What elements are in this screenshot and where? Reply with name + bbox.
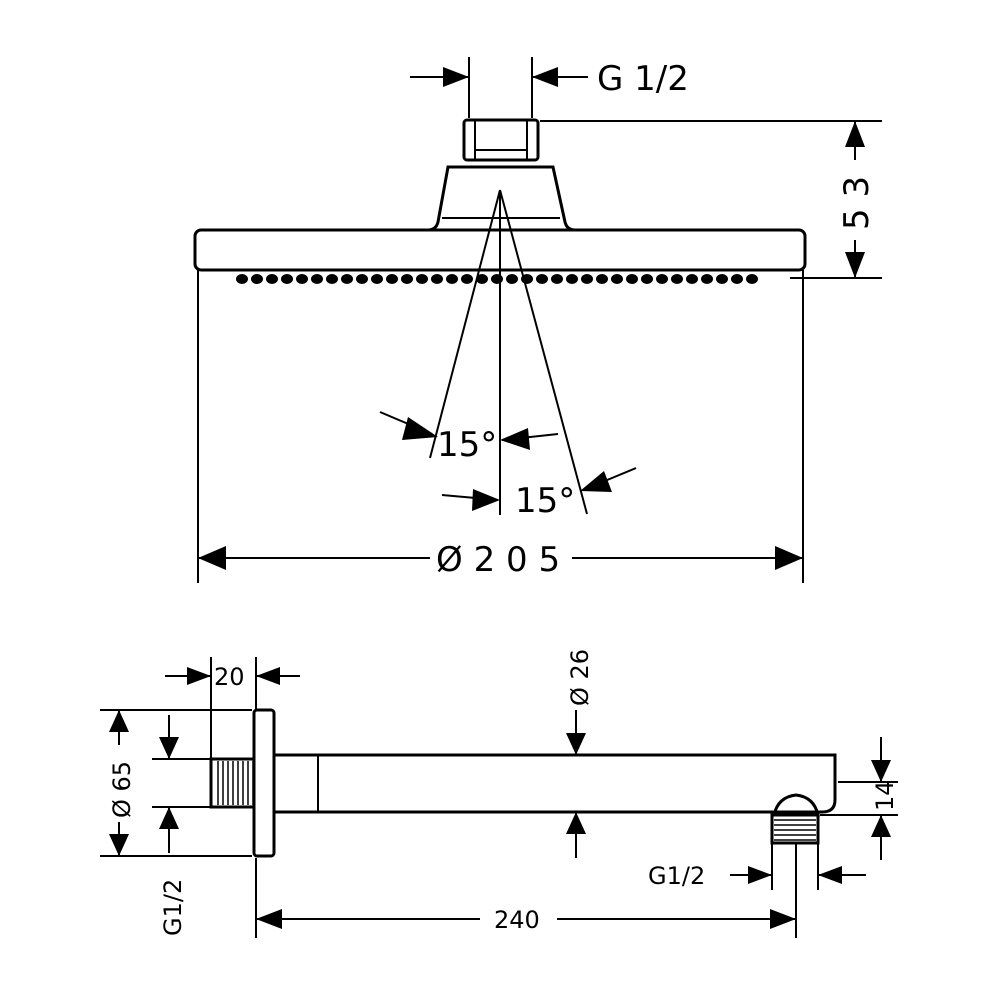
nozzle bbox=[581, 274, 593, 284]
nozzle bbox=[476, 274, 488, 284]
nozzle bbox=[656, 274, 668, 284]
nozzle bbox=[566, 274, 578, 284]
outlet-thread-hatch bbox=[774, 819, 816, 841]
nozzle bbox=[701, 274, 713, 284]
nozzle bbox=[311, 274, 323, 284]
nozzle bbox=[536, 274, 548, 284]
dimension-height: 5 3 bbox=[540, 120, 882, 279]
nozzle bbox=[491, 274, 503, 284]
head-connector-nut bbox=[462, 118, 540, 162]
nozzle bbox=[506, 274, 518, 284]
label-thread-outlet: G1/2 bbox=[648, 862, 705, 890]
outlet-ball bbox=[772, 793, 820, 817]
nozzle bbox=[326, 274, 338, 284]
nozzle bbox=[641, 274, 653, 284]
nozzle bbox=[296, 274, 308, 284]
spray-angle-line-left bbox=[429, 189, 501, 459]
label-angle-right: 15° bbox=[515, 481, 575, 521]
dimension-arm-diameter: Ø 26 bbox=[566, 649, 594, 858]
wall-flange bbox=[252, 708, 276, 858]
label-arm-diameter: Ø 26 bbox=[566, 649, 594, 706]
nozzle bbox=[356, 274, 368, 284]
dimension-flange-diameter: Ø 65 bbox=[100, 709, 252, 857]
dimension-length: 240 bbox=[255, 843, 797, 938]
nozzle bbox=[626, 274, 638, 284]
nozzle bbox=[416, 274, 428, 284]
dimension-thread-top: G 1/2 bbox=[410, 57, 689, 118]
nozzle bbox=[596, 274, 608, 284]
shower-head-view: G 1/2 5 3 15° 15° bbox=[193, 57, 882, 583]
nozzle bbox=[251, 274, 263, 284]
label-angle-left: 15° bbox=[437, 425, 497, 465]
nozzle bbox=[371, 274, 383, 284]
nozzle bbox=[611, 274, 623, 284]
dimension-angle-right: 15° bbox=[441, 467, 637, 521]
dimension-thread-wall: G1/2 bbox=[152, 715, 211, 936]
nozzle bbox=[551, 274, 563, 284]
nozzle bbox=[671, 274, 683, 284]
dimension-diameter-head: Ø 2 0 5 bbox=[197, 270, 804, 583]
nozzle bbox=[716, 274, 728, 284]
nozzle bbox=[266, 274, 278, 284]
nozzle bbox=[446, 274, 458, 284]
label-flange-diameter: Ø 65 bbox=[108, 761, 136, 818]
dimension-angle-left: 15° bbox=[379, 411, 559, 465]
label-thread-top: G 1/2 bbox=[597, 59, 689, 99]
wall-thread-hatch bbox=[217, 761, 254, 805]
label-length: 240 bbox=[494, 906, 540, 934]
nozzle bbox=[461, 274, 473, 284]
nozzle bbox=[341, 274, 353, 284]
head-nozzles bbox=[236, 274, 758, 284]
label-thread-wall: G1/2 bbox=[159, 879, 187, 936]
nozzle bbox=[686, 274, 698, 284]
shower-arm-view: 20 Ø 65 G1/2 Ø 26 bbox=[100, 649, 899, 938]
dimension-thread-outlet: G1/2 bbox=[648, 843, 866, 890]
nozzle bbox=[386, 274, 398, 284]
nozzle bbox=[281, 274, 293, 284]
nozzle bbox=[731, 274, 743, 284]
label-outlet-height: 14 bbox=[871, 780, 899, 811]
spray-angle-line-right bbox=[499, 189, 588, 515]
nozzle bbox=[236, 274, 248, 284]
nozzle bbox=[431, 274, 443, 284]
label-depth: 20 bbox=[214, 663, 245, 691]
nozzle bbox=[746, 274, 758, 284]
label-diameter-head: Ø 2 0 5 bbox=[436, 540, 560, 580]
outlet-thread bbox=[770, 813, 820, 845]
arm-tube bbox=[274, 753, 837, 814]
label-height: 5 3 bbox=[837, 176, 877, 230]
dimension-outlet-height: 14 bbox=[820, 737, 899, 860]
nozzle bbox=[401, 274, 413, 284]
dimension-depth: 20 bbox=[165, 657, 300, 759]
